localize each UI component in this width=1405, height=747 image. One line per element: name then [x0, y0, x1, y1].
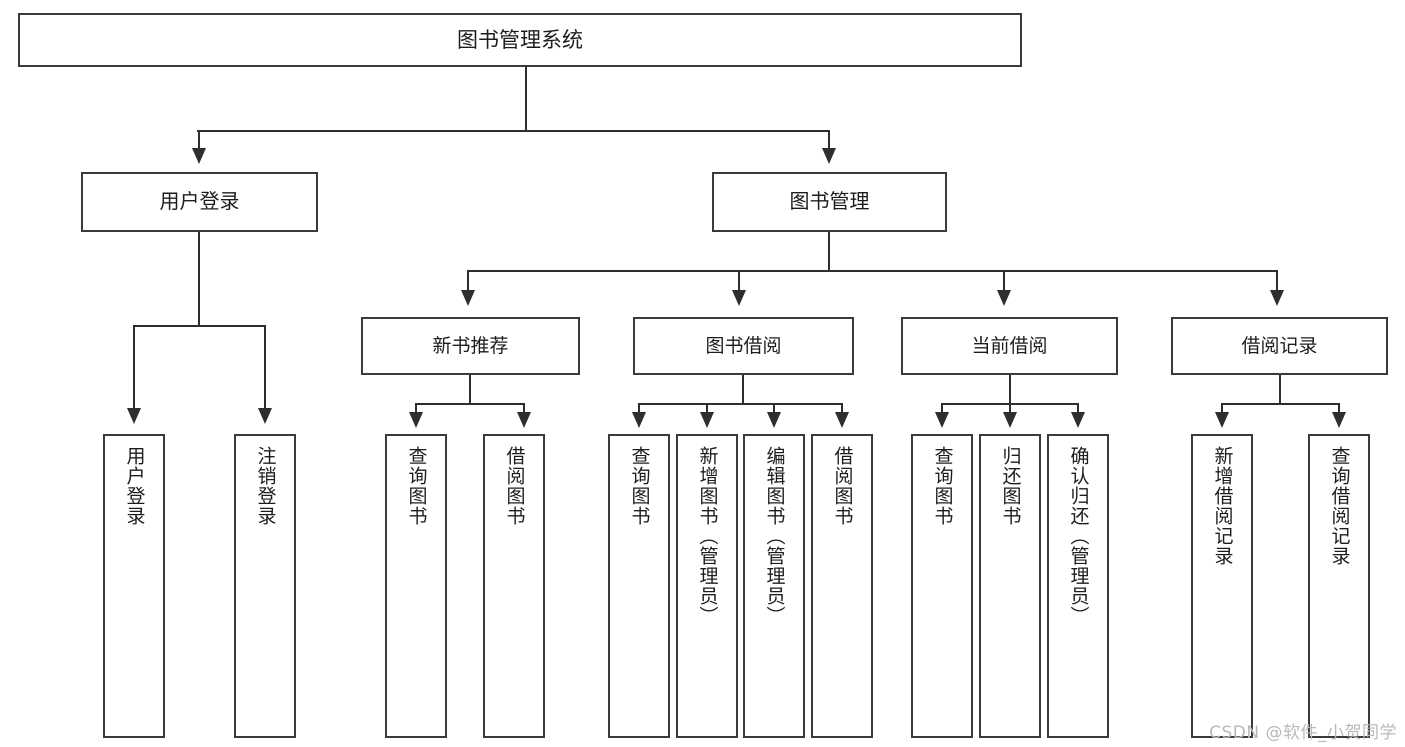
- arrow-root-to-book-management: [822, 148, 836, 164]
- leaf-new-book-query-book[interactable]: 查询图书: [385, 434, 447, 738]
- leaf-borrow-record-add-record[interactable]: 新增借阅记录: [1191, 434, 1253, 738]
- leaf-book-borrow-query-book[interactable]: 查询图书: [608, 434, 670, 738]
- connector-new-book-stem: [469, 375, 471, 405]
- node-label: 当前借阅: [971, 334, 1048, 357]
- connector-borrow-record-stem: [1279, 375, 1281, 405]
- arrow-bm-to-current-borrow: [997, 290, 1011, 306]
- arrow-bb-leaf-3: [767, 412, 781, 428]
- arrow-bb-leaf-2: [700, 412, 714, 428]
- connector-br-drop-1: [1221, 403, 1223, 415]
- node-label: 新增图书（管理员）: [696, 446, 719, 626]
- node-label: 查询图书: [931, 446, 954, 526]
- connector-br-drop-2: [1338, 403, 1340, 415]
- arrow-user-login-leaf-2: [258, 408, 272, 424]
- node-book-management-system[interactable]: 图书管理系统: [18, 13, 1022, 67]
- node-label: 查询借阅记录: [1328, 446, 1351, 566]
- csdn-watermark: CSDN @软件_小贺同学: [1209, 723, 1397, 743]
- arrow-br-leaf-1: [1215, 412, 1229, 428]
- connector-bb-drop-3: [773, 403, 775, 415]
- node-label: 新书推荐: [432, 334, 509, 357]
- leaf-user-login-logout[interactable]: 注销登录: [234, 434, 296, 738]
- node-label: 查询图书: [405, 446, 428, 526]
- connector-root-to-book-management: [828, 130, 830, 150]
- node-label: 查询图书: [628, 446, 651, 526]
- node-borrow-record[interactable]: 借阅记录: [1171, 317, 1388, 375]
- node-book-management[interactable]: 图书管理: [712, 172, 947, 232]
- node-label: 借阅记录: [1241, 334, 1318, 357]
- connector-user-login-drop-1: [133, 325, 135, 410]
- connector-cb-drop-3: [1077, 403, 1079, 415]
- leaf-book-borrow-borrow-book[interactable]: 借阅图书: [811, 434, 873, 738]
- leaf-current-borrow-query-book[interactable]: 查询图书: [911, 434, 973, 738]
- connector-user-login-bar: [133, 325, 266, 327]
- node-label: 注销登录: [254, 446, 277, 526]
- node-label: 图书管理: [789, 189, 870, 214]
- connector-borrow-record-bar: [1221, 403, 1340, 405]
- connector-book-management-stem: [828, 232, 830, 272]
- connector-user-login-drop-2: [264, 325, 266, 410]
- node-label: 编辑图书（管理员）: [763, 446, 786, 626]
- connector-bm-drop-new-book: [467, 270, 469, 292]
- node-current-borrow[interactable]: 当前借阅: [901, 317, 1118, 375]
- connector-bb-drop-2: [706, 403, 708, 415]
- leaf-book-borrow-add-book[interactable]: 新增图书（管理员）: [676, 434, 738, 738]
- arrow-br-leaf-2: [1332, 412, 1346, 428]
- connector-book-borrow-stem: [742, 375, 744, 405]
- arrow-bm-to-borrow-record: [1270, 290, 1284, 306]
- arrow-cb-leaf-3: [1071, 412, 1085, 428]
- connector-cb-drop-1: [941, 403, 943, 415]
- arrow-bm-to-new-book-recommend: [461, 290, 475, 306]
- connector-book-borrow-bar: [638, 403, 843, 405]
- leaf-user-login-login[interactable]: 用户登录: [103, 434, 165, 738]
- connector-root-stem: [525, 67, 527, 131]
- leaf-borrow-record-query-record[interactable]: 查询借阅记录: [1308, 434, 1370, 738]
- connector-new-book-drop-1: [415, 403, 417, 415]
- arrow-root-to-user-login: [192, 148, 206, 164]
- connector-bb-drop-4: [841, 403, 843, 415]
- node-label: 图书管理系统: [457, 27, 583, 52]
- node-user-login[interactable]: 用户登录: [81, 172, 318, 232]
- leaf-current-borrow-return-book[interactable]: 归还图书: [979, 434, 1041, 738]
- arrow-cb-leaf-2: [1003, 412, 1017, 428]
- node-label: 用户登录: [159, 189, 240, 214]
- leaf-new-book-borrow-book[interactable]: 借阅图书: [483, 434, 545, 738]
- arrow-bb-leaf-4: [835, 412, 849, 428]
- arrow-bm-to-book-borrow: [732, 290, 746, 306]
- node-label: 确认归还（管理员）: [1067, 446, 1090, 626]
- arrow-bb-leaf-1: [632, 412, 646, 428]
- arrow-new-book-leaf-1: [409, 412, 423, 428]
- connector-bm-drop-borrow-record: [1276, 270, 1278, 292]
- node-label: 归还图书: [999, 446, 1022, 526]
- node-book-borrow[interactable]: 图书借阅: [633, 317, 854, 375]
- connector-new-book-bar: [415, 403, 525, 405]
- leaf-current-borrow-confirm-return[interactable]: 确认归还（管理员）: [1047, 434, 1109, 738]
- connector-bb-drop-1: [638, 403, 640, 415]
- node-label: 用户登录: [123, 446, 146, 526]
- arrow-new-book-leaf-2: [517, 412, 531, 428]
- node-label: 借阅图书: [503, 446, 526, 526]
- node-new-book-recommend[interactable]: 新书推荐: [361, 317, 580, 375]
- arrow-cb-leaf-1: [935, 412, 949, 428]
- connector-book-management-bar: [467, 270, 1278, 272]
- connector-user-login-stem: [198, 232, 200, 327]
- arrow-user-login-leaf-1: [127, 408, 141, 424]
- connector-root-bar: [197, 130, 829, 132]
- leaf-book-borrow-edit-book[interactable]: 编辑图书（管理员）: [743, 434, 805, 738]
- connector-new-book-drop-2: [523, 403, 525, 415]
- connector-root-to-user-login: [198, 130, 200, 150]
- node-label: 借阅图书: [831, 446, 854, 526]
- node-label: 新增借阅记录: [1211, 446, 1234, 566]
- connector-bm-drop-book-borrow: [738, 270, 740, 292]
- connector-current-borrow-stem: [1009, 375, 1011, 405]
- node-label: 图书借阅: [705, 334, 782, 357]
- connector-bm-drop-current-borrow: [1003, 270, 1005, 292]
- connector-cb-drop-2: [1009, 403, 1011, 415]
